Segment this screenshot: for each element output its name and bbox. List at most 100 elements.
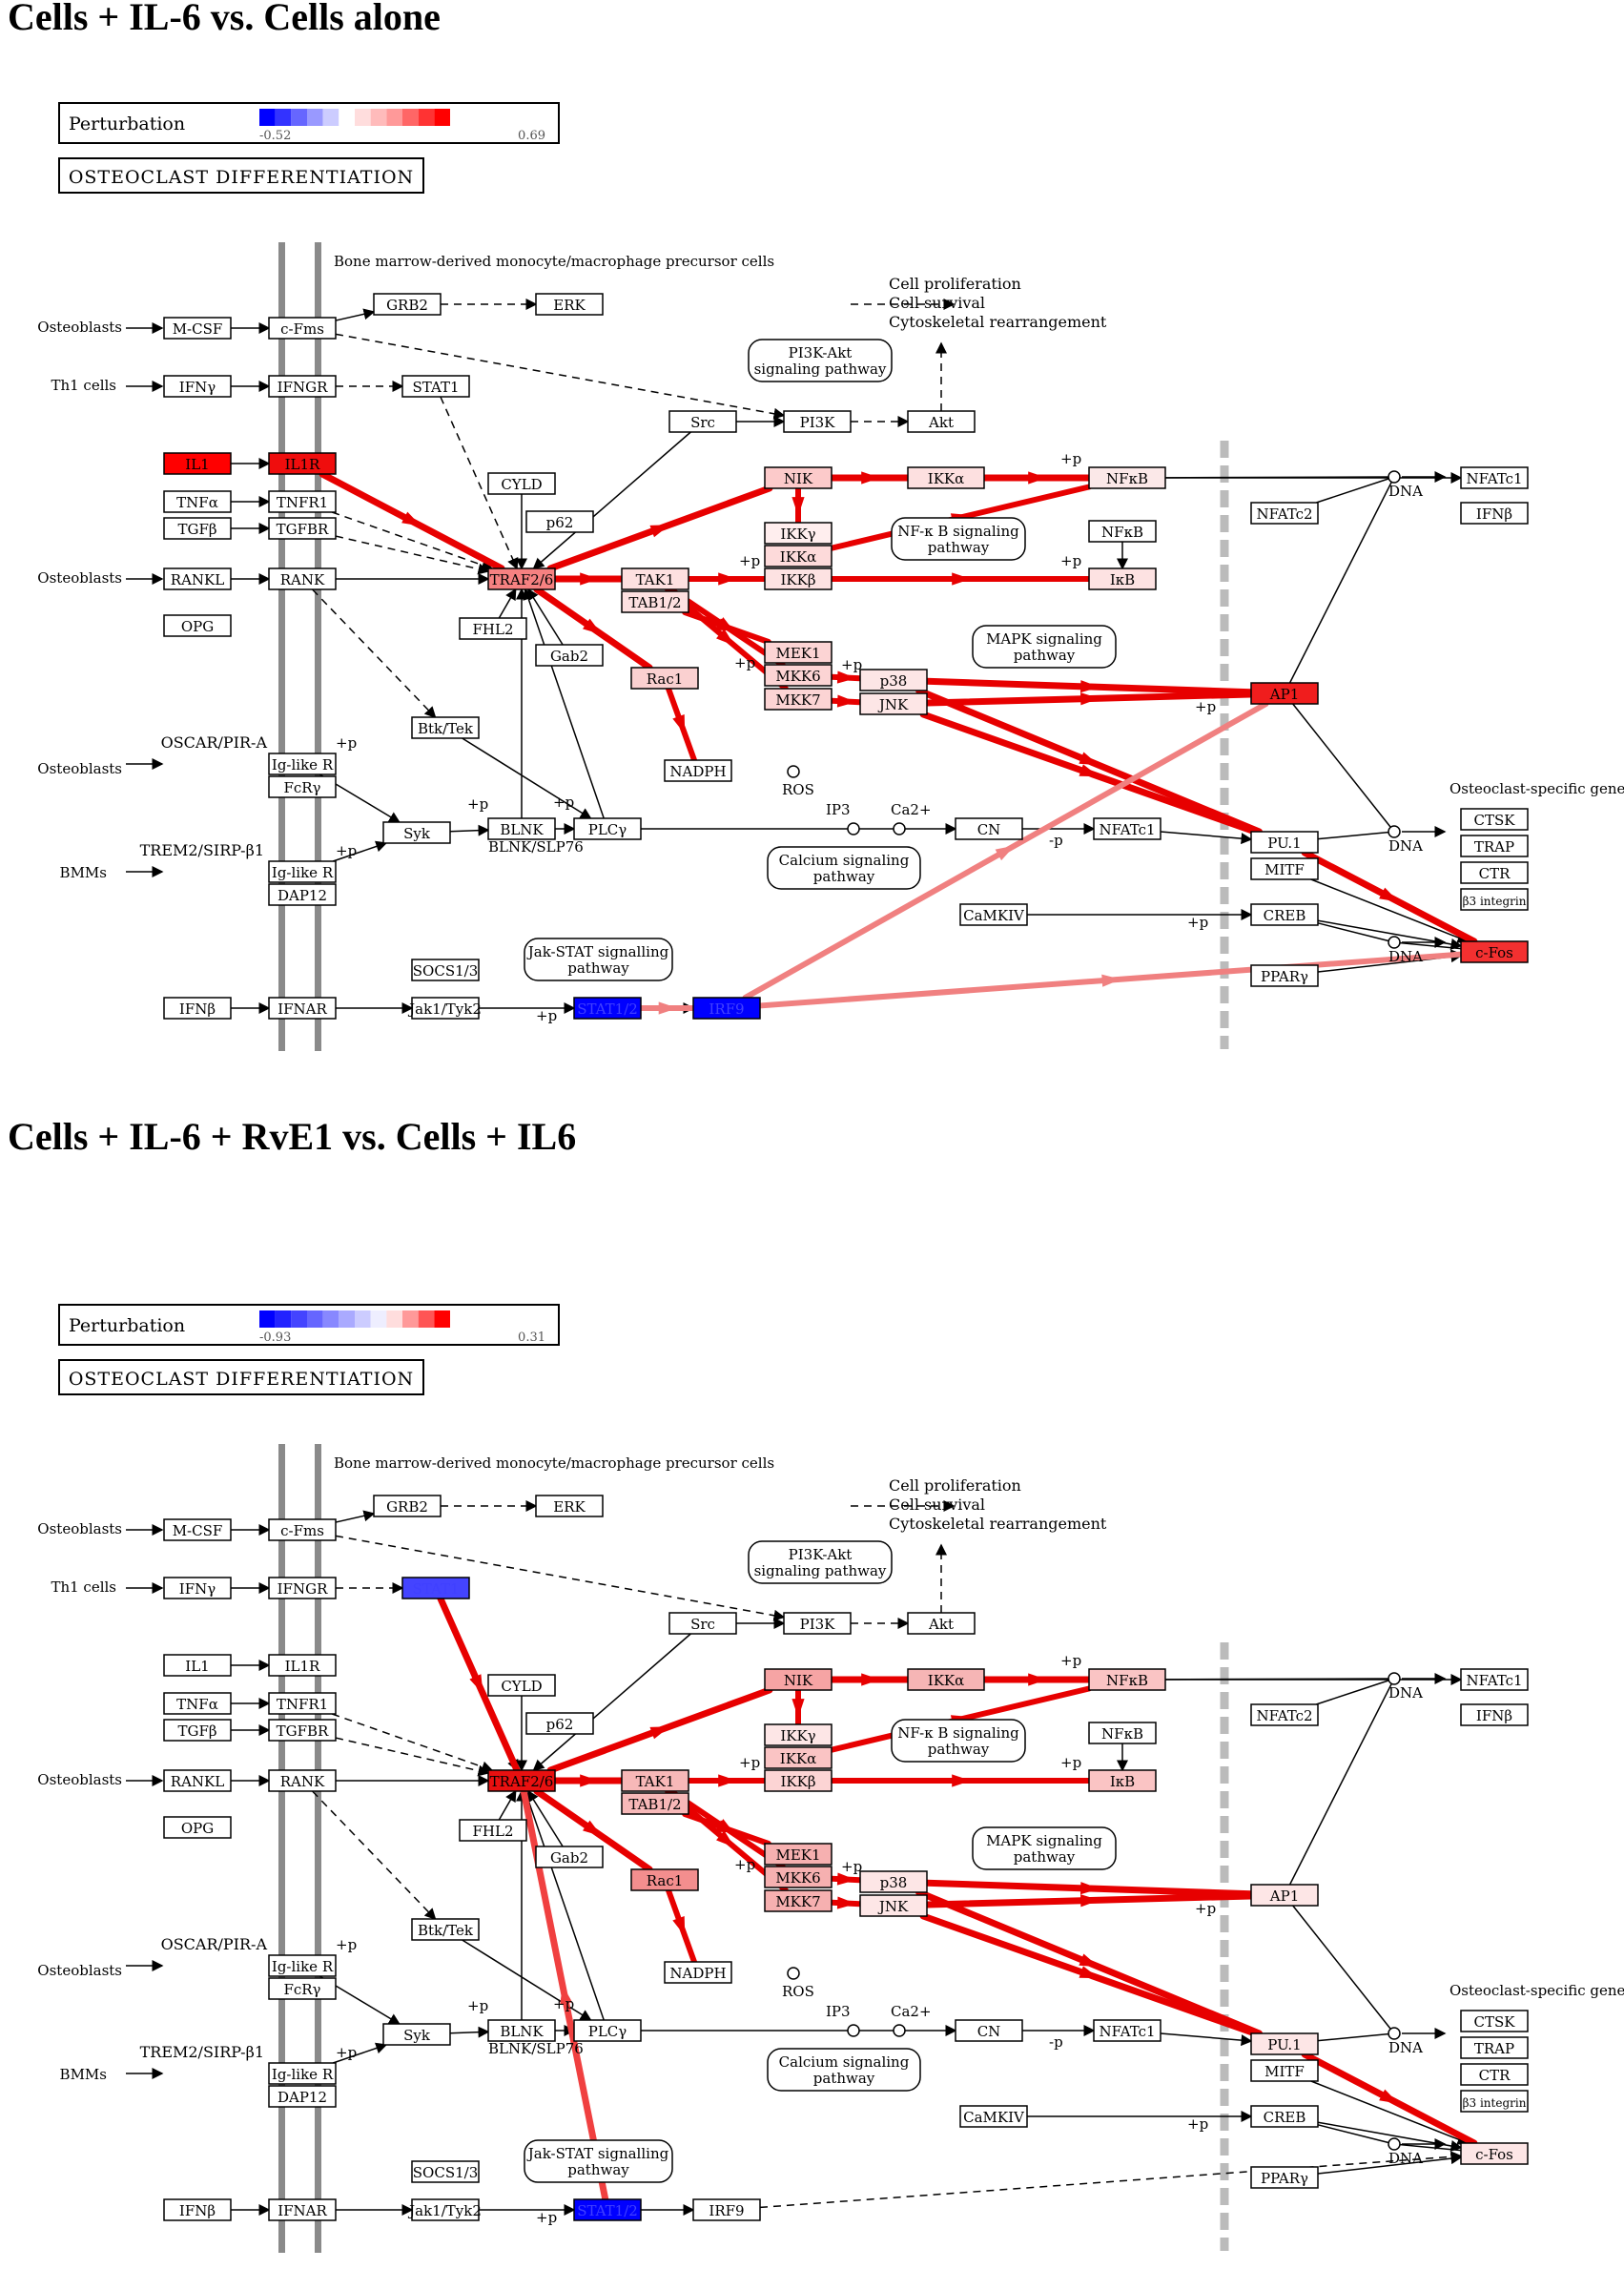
gene-node-jaktyk[interactable]: Jak1/Tyk2 (407, 2198, 482, 2221)
gene-node-btktek[interactable]: Btk/Tek (411, 716, 480, 739)
gene-node-jnk[interactable]: JNK (859, 692, 928, 715)
gene-node-nik[interactable]: NIK (764, 1668, 833, 1691)
gene-node-ifnar[interactable]: IFNAR (268, 2198, 337, 2221)
gene-node-creb[interactable]: CREB (1250, 2105, 1319, 2128)
gene-node-nfatc2[interactable]: NFATc2 (1250, 1703, 1319, 1726)
gene-node-erk[interactable]: ERK (535, 1495, 604, 1517)
gene-node-il1[interactable]: IL1 (163, 1654, 232, 1677)
gene-node-il1r[interactable]: IL1R (268, 1654, 337, 1677)
gene-node-stat1[interactable]: STAT1 (401, 1577, 470, 1599)
gene-node-blnk[interactable]: BLNK (487, 817, 556, 840)
gene-node-ifngr[interactable]: IFNGR (268, 375, 337, 398)
gene-node-cfos[interactable]: c-Fos (1460, 2142, 1529, 2165)
gene-node-src[interactable]: Src (668, 410, 737, 433)
gene-node-ikky[interactable]: IKKγ (764, 1723, 833, 1746)
gene-node-ikb[interactable]: IκB (1088, 567, 1157, 590)
gene-node-ikkb[interactable]: IKKβ (764, 1769, 833, 1792)
gene-node-nfatc2[interactable]: NFATc2 (1250, 502, 1319, 525)
gene-node-erk[interactable]: ERK (535, 293, 604, 316)
gene-node-igr2[interactable]: Ig-like R (268, 2062, 337, 2085)
gene-node-nfkb1[interactable]: NFκB (1088, 1668, 1166, 1691)
gene-node-ctr[interactable]: CTR (1460, 2063, 1529, 2086)
gene-node-plcy[interactable]: PLCγ (573, 2019, 642, 2042)
gene-node-il1[interactable]: IL1 (163, 452, 232, 475)
gene-node-ppary[interactable]: PPARγ (1250, 2166, 1319, 2189)
gene-node-ifny[interactable]: IFNγ (163, 1577, 232, 1599)
gene-node-mkk7[interactable]: MKK7 (764, 1889, 833, 1912)
gene-node-tak1[interactable]: TAK1 (621, 1769, 689, 1792)
gene-node-ap1[interactable]: AP1 (1250, 682, 1319, 705)
gene-node-ikka_box[interactable]: IKKα (907, 1668, 985, 1691)
gene-node-src[interactable]: Src (668, 1612, 737, 1635)
gene-node-tab12[interactable]: TAB1/2 (621, 590, 689, 613)
gene-node-tak1[interactable]: TAK1 (621, 567, 689, 590)
gene-node-jaktyk[interactable]: Jak1/Tyk2 (407, 997, 482, 1020)
gene-node-fcry[interactable]: FcRγ (268, 775, 337, 798)
gene-node-mitf[interactable]: MITF (1250, 857, 1319, 880)
gene-node-gab2[interactable]: Gab2 (535, 1846, 604, 1868)
gene-node-nfatc1r[interactable]: NFATc1 (1460, 466, 1529, 489)
gene-node-nfkb2[interactable]: NFκB (1088, 520, 1157, 543)
gene-node-mek1[interactable]: MEK1 (764, 1843, 833, 1866)
gene-node-mcsf[interactable]: M-CSF (163, 317, 232, 340)
gene-node-fhl2[interactable]: FHL2 (459, 617, 527, 640)
gene-node-fcry[interactable]: FcRγ (268, 1977, 337, 2000)
gene-node-rankl[interactable]: RANKL (163, 567, 232, 590)
gene-node-ifnbr[interactable]: IFNβ (1460, 502, 1529, 525)
gene-node-plcy[interactable]: PLCγ (573, 817, 642, 840)
gene-node-ctsk[interactable]: CTSK (1460, 808, 1529, 831)
gene-node-p38[interactable]: p38 (859, 669, 928, 691)
gene-node-grb2[interactable]: GRB2 (373, 1495, 442, 1517)
gene-node-nfatc1r[interactable]: NFATc1 (1460, 1668, 1529, 1691)
gene-node-ikky[interactable]: IKKγ (764, 522, 833, 545)
gene-node-mek1[interactable]: MEK1 (764, 641, 833, 664)
gene-node-ikka2[interactable]: IKKα (764, 1746, 833, 1769)
gene-node-rac1[interactable]: Rac1 (630, 667, 699, 690)
gene-node-btktek[interactable]: Btk/Tek (411, 1918, 480, 1941)
gene-node-irf9[interactable]: IRF9 (692, 2198, 761, 2221)
gene-node-ikka2[interactable]: IKKα (764, 545, 833, 567)
gene-node-nfatc1m[interactable]: NFATc1 (1093, 817, 1161, 840)
gene-node-stat1[interactable]: STAT1 (401, 375, 470, 398)
gene-node-ifnb[interactable]: IFNβ (163, 2198, 232, 2221)
gene-node-rac1[interactable]: Rac1 (630, 1868, 699, 1891)
gene-node-dap12[interactable]: DAP12 (268, 2085, 337, 2108)
gene-node-blnk[interactable]: BLNK (487, 2019, 556, 2042)
gene-node-tgfbr[interactable]: TGFBR (268, 517, 337, 540)
gene-node-ctr[interactable]: CTR (1460, 861, 1529, 884)
gene-node-cfos[interactable]: c-Fos (1460, 940, 1529, 963)
gene-node-tnfa[interactable]: TNFα (163, 490, 232, 513)
gene-node-tab12[interactable]: TAB1/2 (621, 1792, 689, 1815)
gene-node-creb[interactable]: CREB (1250, 903, 1319, 926)
gene-node-tnfr1[interactable]: TNFR1 (268, 490, 337, 513)
gene-node-ap1[interactable]: AP1 (1250, 1884, 1319, 1907)
gene-node-il1r[interactable]: IL1R (268, 452, 337, 475)
gene-node-traf26[interactable]: TRAF2/6 (487, 1769, 556, 1792)
gene-node-akt[interactable]: Akt (907, 410, 976, 433)
gene-node-tnfr1[interactable]: TNFR1 (268, 1692, 337, 1715)
gene-node-nfatc1m[interactable]: NFATc1 (1093, 2019, 1161, 2042)
gene-node-socs[interactable]: SOCS1/3 (411, 2160, 480, 2183)
gene-node-tgfb[interactable]: TGFβ (163, 517, 232, 540)
gene-node-camkiv[interactable]: CaMKIV (959, 2105, 1028, 2128)
gene-node-socs[interactable]: SOCS1/3 (411, 959, 480, 981)
gene-node-pu1[interactable]: PU.1 (1250, 2032, 1319, 2055)
gene-node-dap12[interactable]: DAP12 (268, 883, 337, 906)
gene-node-mkk7[interactable]: MKK7 (764, 688, 833, 711)
gene-node-ifnbr[interactable]: IFNβ (1460, 1703, 1529, 1726)
gene-node-stat1b[interactable]: STAT1/2 (573, 997, 642, 1020)
gene-node-cn[interactable]: CN (955, 817, 1023, 840)
gene-node-pi3k[interactable]: PI3K (783, 1612, 852, 1635)
gene-node-ikb[interactable]: IκB (1088, 1769, 1157, 1792)
gene-node-opg[interactable]: OPG (163, 614, 232, 637)
gene-node-stat1b[interactable]: STAT1/2 (573, 2198, 642, 2221)
gene-node-igr1[interactable]: Ig-like R (268, 1954, 337, 1977)
gene-node-rankl[interactable]: RANKL (163, 1769, 232, 1792)
gene-node-rank[interactable]: RANK (268, 1769, 337, 1792)
gene-node-ikkb[interactable]: IKKβ (764, 567, 833, 590)
gene-node-ikka_box[interactable]: IKKα (907, 466, 985, 489)
